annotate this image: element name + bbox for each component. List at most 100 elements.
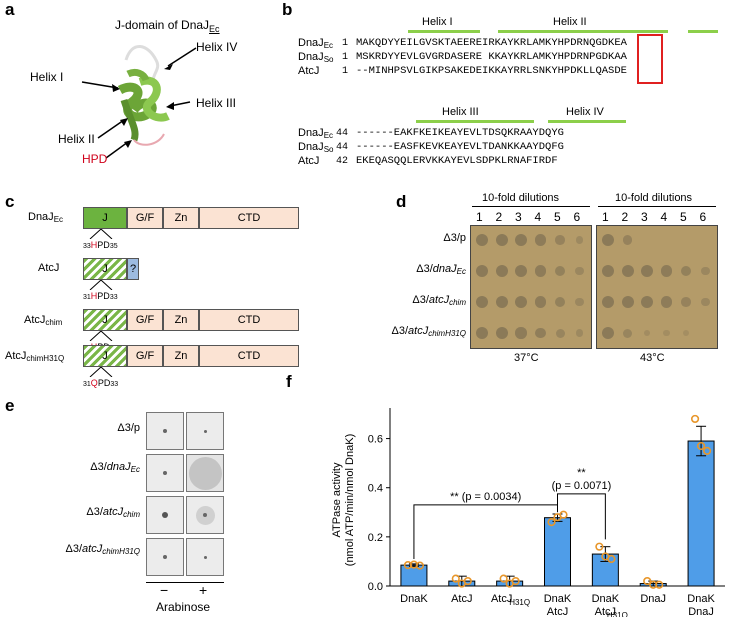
- x-tick-label: H31Q: [509, 598, 530, 607]
- data-point: [415, 561, 425, 570]
- data-point: [655, 580, 664, 589]
- dilution-number: 2: [621, 210, 629, 224]
- colony-spot: [623, 328, 632, 338]
- hpd-highlight-box: [637, 34, 663, 84]
- significance-bracket: [413, 504, 558, 559]
- data-point: [643, 576, 652, 586]
- domain-ctd: CTD: [199, 345, 299, 367]
- strain-label: Δ3/p: [443, 232, 466, 244]
- jdomain-structure: [81, 45, 197, 159]
- seq-line: ------EAKFKEIKEAYEVLTDSQKRAAYDQYG: [356, 127, 564, 139]
- dilutions-rule-37: [472, 206, 590, 207]
- dilution-number: 6: [699, 210, 707, 224]
- domain-j: J: [83, 345, 127, 367]
- plate-37c: [470, 225, 592, 349]
- data-point: [690, 414, 700, 424]
- seq-start-num: 1: [341, 66, 348, 77]
- swim-plate: [186, 496, 224, 534]
- domain-zn: Zn: [163, 309, 199, 331]
- colony-spot: [622, 235, 633, 245]
- strain-label: Δ3/p: [117, 422, 140, 434]
- domain-j: J: [83, 258, 127, 280]
- colony-spot: [575, 236, 584, 244]
- jdomain-title: J-domain of DnaJEc: [115, 18, 220, 34]
- protein-name: AtcJ: [38, 262, 60, 274]
- dilutions-header-43: 10-fold dilutions: [615, 192, 693, 204]
- dilution-number: 5: [554, 210, 561, 224]
- swim-plate: [146, 454, 184, 492]
- domain-unknown: ?: [127, 258, 139, 280]
- helix-iii-label: Helix III: [196, 96, 237, 110]
- panel-label-f: f: [286, 372, 292, 391]
- seq-name: DnaJEc: [298, 127, 334, 140]
- x-tick-label: DnaJ: [640, 593, 666, 605]
- panel-label-b: b: [282, 0, 293, 19]
- hpd-label: HPD: [82, 152, 108, 166]
- seq-name: DnaJSo: [298, 51, 334, 64]
- colony-spot: [554, 265, 566, 277]
- x-tick-label: AtcJ: [491, 593, 512, 605]
- helix-iv-bar: [548, 120, 626, 123]
- colony-spot: [641, 296, 653, 308]
- strain-label: Δ3/atcJchim: [86, 506, 140, 519]
- colony-spot: [515, 296, 527, 308]
- data-point: [559, 510, 568, 519]
- y-tick-label: 0.0: [368, 581, 383, 593]
- x-tick-label: DnaK: [544, 593, 572, 605]
- colony-spot: [575, 297, 584, 307]
- y-tick-label: 0.2: [368, 532, 383, 544]
- strain-label: Δ3/dnaJEc: [90, 461, 140, 474]
- seq-name: DnaJEc: [298, 37, 334, 50]
- helix-ii-bar: [498, 30, 668, 33]
- strain-label: Δ3/atcJchim: [412, 294, 466, 307]
- temperature-43: 43°C: [640, 352, 665, 364]
- x-tick-label: AtcJ: [547, 606, 568, 617]
- helix-iv-label: Helix IV: [196, 40, 238, 54]
- y-axis-label-units: (nmol ATP/min/nmol DnaK): [344, 434, 356, 566]
- helix-ii-label: Helix II: [58, 132, 95, 146]
- colony-spot: [701, 266, 710, 276]
- colony-spot: [476, 234, 488, 246]
- jdomain-title-text: J-domain of DnaJ: [115, 18, 210, 32]
- dilution-number: 4: [660, 210, 668, 224]
- seq-start-num: 44: [335, 142, 348, 153]
- colony-spot: [534, 265, 547, 277]
- dilution-number: 5: [680, 210, 687, 224]
- strain-label: Δ3/atcJchimH31Q: [391, 325, 466, 338]
- hpd-marker: [89, 280, 113, 290]
- colony-spot: [534, 296, 547, 308]
- colony-spot: [555, 328, 565, 338]
- helix-iii-start-bar: [688, 30, 718, 33]
- colony-spot: [575, 329, 584, 337]
- swim-plate: [186, 454, 224, 492]
- domain-gf: G/F: [127, 309, 163, 331]
- swim-plate: [186, 412, 224, 450]
- hpd-position: 31QPD33: [83, 378, 119, 388]
- colony-spot: [602, 265, 614, 277]
- seq-name: AtcJ: [298, 155, 320, 167]
- y-axis-label: ATPase activity: [331, 462, 343, 537]
- seq-line: ------EASFKEVKEAYEVLTDANKKAAYDQFG: [356, 141, 564, 153]
- dilution-number: 3: [641, 210, 648, 224]
- hpd-marker: [89, 331, 113, 341]
- colony-spot: [681, 297, 691, 307]
- panel-label-d: d: [396, 192, 407, 211]
- data-point: [702, 446, 712, 455]
- protein-name: DnaJEc: [28, 211, 64, 224]
- arabinose-label: Arabinose: [156, 600, 211, 614]
- temperature-37: 37°C: [514, 352, 539, 364]
- plate-43c: [596, 225, 718, 349]
- swim-plate: [146, 496, 184, 534]
- colony-spot: [535, 327, 546, 339]
- dilution-number: 1: [602, 210, 609, 224]
- x-tick-label: H31Q: [607, 611, 628, 617]
- dilutions-header-37: 10-fold dilutions: [482, 192, 560, 204]
- dilution-number: 2: [495, 210, 503, 224]
- panel-label-c: c: [5, 192, 15, 211]
- x-tick-label: AtcJ: [595, 606, 616, 617]
- domain-ctd: CTD: [199, 207, 299, 229]
- helix-i-label: Helix I: [30, 70, 64, 84]
- colony-spot: [621, 296, 634, 308]
- seq-name: AtcJ: [298, 65, 320, 77]
